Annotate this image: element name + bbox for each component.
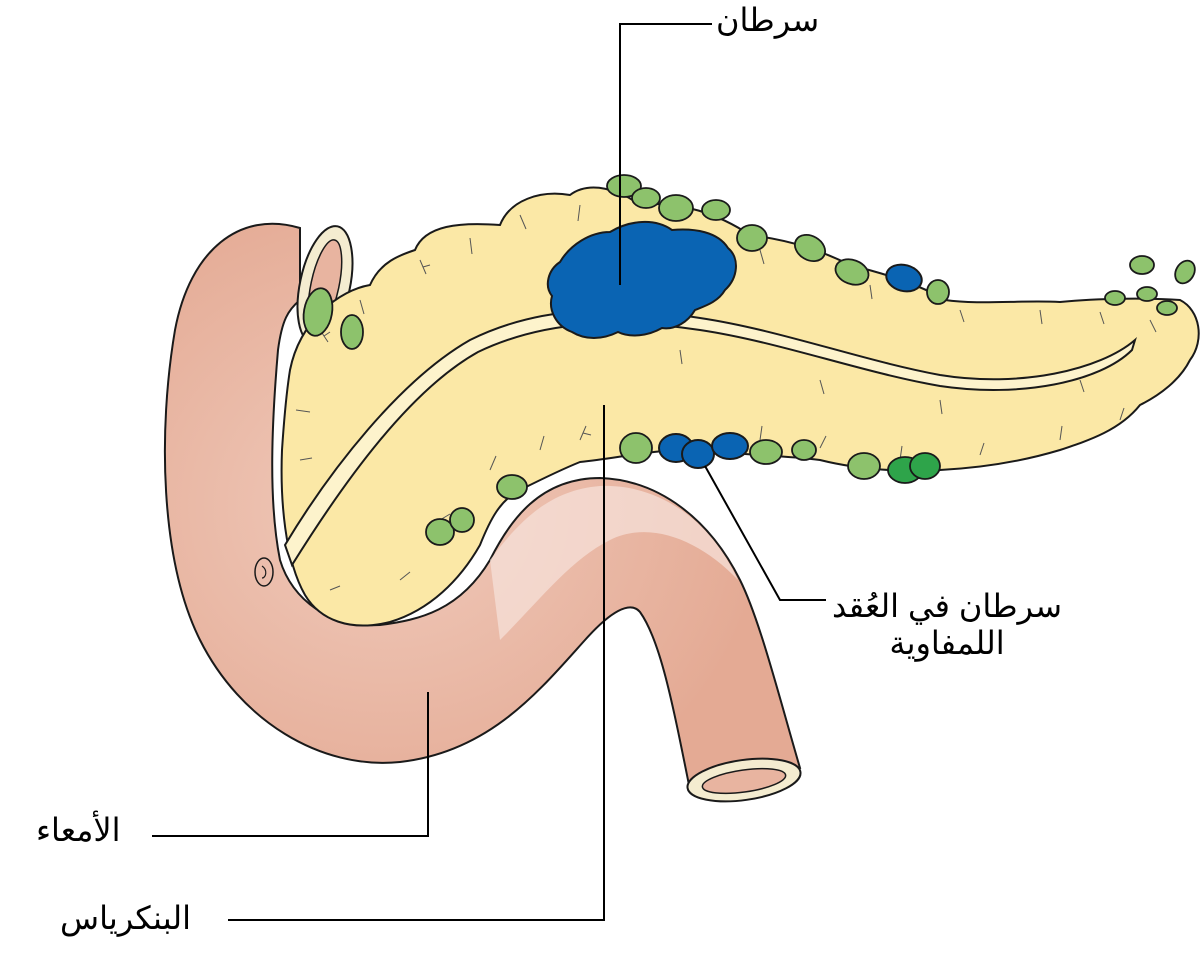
lymph-node	[606, 174, 642, 198]
lymph-node	[701, 199, 731, 221]
lymph-node	[791, 439, 817, 461]
lymph-nodes	[302, 174, 1196, 546]
intestine-body	[163, 222, 802, 792]
lymph-node	[847, 452, 881, 480]
label-lymph-line1: سرطان في العُقد	[832, 588, 1062, 624]
label-lymph-line2: اللمفاوية	[889, 624, 1005, 661]
intestine-papilla	[254, 557, 274, 587]
leader-lines	[152, 23, 826, 921]
lymph-node	[926, 279, 950, 305]
tumor	[546, 220, 923, 469]
lymph-node-dark	[887, 452, 941, 484]
lymph-node	[749, 439, 783, 465]
lymph-node	[1136, 286, 1158, 302]
lymph-node	[794, 233, 826, 263]
tumor-node	[681, 439, 715, 469]
intestine-lower-lumen	[701, 767, 787, 795]
label-intestine: الأمعاء	[36, 812, 121, 848]
lymph-node	[631, 187, 661, 209]
leader-cancer	[619, 23, 712, 285]
pancreas-lobule-texture	[295, 204, 1157, 591]
label-lymph-node-cancer: سرطان في العُقد اللمفاوية	[832, 588, 1062, 662]
lymph-node	[736, 224, 768, 252]
pancreatic-duct	[283, 309, 1137, 568]
lymph-node	[1174, 259, 1196, 285]
lymph-node	[1156, 300, 1178, 316]
intestine-highlight	[490, 485, 738, 640]
lymph-node	[496, 474, 528, 500]
leader-pancreas	[228, 405, 605, 921]
pancreas	[280, 186, 1200, 627]
lymph-node	[1104, 290, 1126, 306]
label-cancer: سرطان	[716, 2, 820, 38]
lymph-node	[302, 287, 334, 337]
lymph-node	[619, 432, 653, 464]
leader-lymph	[704, 465, 826, 601]
leader-intestine	[152, 692, 429, 837]
tumor-main	[546, 220, 737, 339]
tumor-node	[711, 432, 749, 460]
lymph-node	[340, 314, 364, 350]
lymph-node	[658, 194, 694, 222]
label-pancreas: البنكرياس	[60, 900, 191, 936]
lymph-node	[425, 518, 455, 546]
lymph-node	[834, 258, 870, 286]
pancreas-body	[280, 186, 1200, 627]
lymph-node	[449, 507, 475, 533]
tumor-node	[885, 263, 923, 293]
lymph-node	[1129, 255, 1155, 275]
